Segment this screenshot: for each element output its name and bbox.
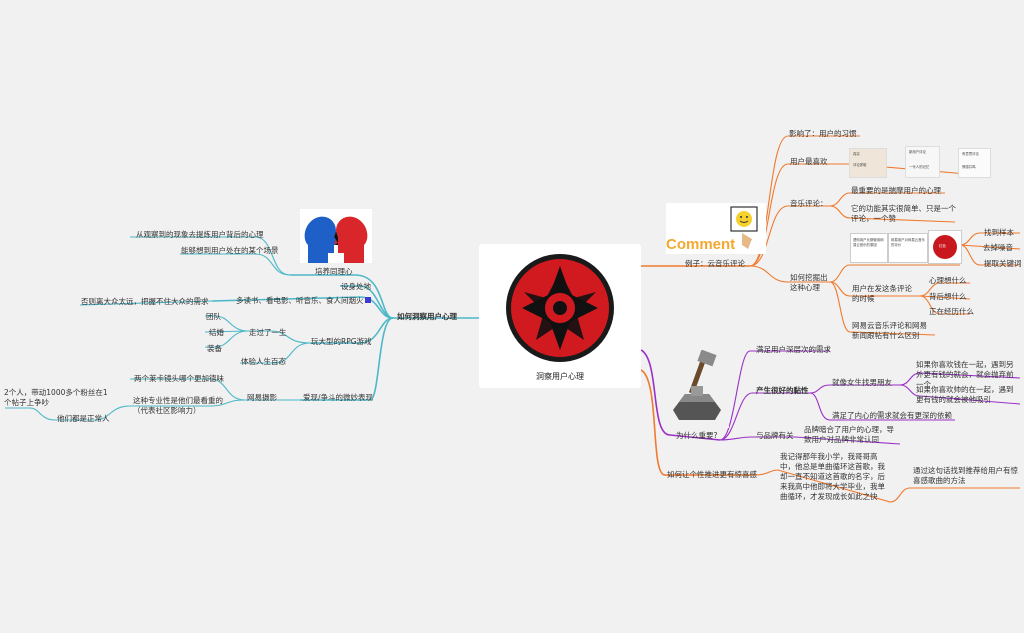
node-key[interactable]: 提取关键词 [984,259,1022,268]
mini-card-2-text: 网易用户对网易云音乐的评价 [891,238,925,247]
mini-card-3-text: 红色 [939,244,946,248]
sharingan-icon [506,254,614,362]
node-dig[interactable]: 如何挖掘出这种心理 [790,273,828,292]
flag-icon [364,297,371,303]
node-back[interactable]: 背后想什么 [929,292,967,301]
node-fans[interactable]: 2个人，带动1000多个粉丝在1个帖子上争吵 [4,388,108,407]
node-pro[interactable]: 这种专业性是他们最看重的（代表社区影响力） [133,396,223,415]
node-exp[interactable]: 体验人生百态 [241,357,286,366]
node-going[interactable]: 正在经历什么 [929,307,974,316]
thumb-3-a: 有意思评论 [962,152,979,156]
thumb-1-a: 真实 [853,152,860,156]
node-think[interactable]: 心理想什么 [929,276,967,285]
center-title: 洞察用户心理 [536,372,584,381]
node-story-1[interactable]: 我记得那年我小学，我哥哥高中，他总是单曲循环这首歌，我却一直不知道这首歌的名字，… [780,452,885,501]
node-noise[interactable]: 去掉噪音 [983,243,1013,252]
red-circle-icon [933,235,957,259]
node-diff[interactable]: 网易云音乐评论和网易新闻跟帖有什么区别 [852,321,927,340]
node-equip[interactable]: 装备 [207,344,222,353]
thumb-2-b: 一代人的记忆 [909,165,930,169]
node-role[interactable]: 设身处地 [341,282,371,291]
comment-word: Comment [666,236,736,253]
comment-image: Comment [666,203,766,254]
node-rpg[interactable]: 玩大型的RPG游戏 [311,337,372,346]
node-bond[interactable]: 结婚 [209,328,224,337]
thumb-1: 真实 评论抓取 [849,148,887,178]
thumb-3-b: 情感共鸣 [962,165,976,169]
center-node[interactable]: 洞察用户心理 [479,244,641,388]
node-find[interactable]: 找到样本 [984,228,1014,237]
mini-card-3: 红色 [928,230,962,264]
node-life[interactable]: 走过了一生 [249,328,287,337]
thumb-1-b: 评论抓取 [853,163,867,167]
node-multi-label: 多读书、看电影、听音乐、食人间烟火 [236,296,364,305]
node-girl-1[interactable]: 如果你喜欢钱在一起，遇到另外更有钱的就会，就会抛弃前一个 [916,360,1014,389]
node-music[interactable]: 音乐评论： [790,199,828,208]
thumb-2: 新用户评论 一代人的记忆 [905,146,940,178]
node-empathy[interactable]: 培养同理心 [315,267,353,276]
node-empathy-2[interactable]: 能够想到用户处在的某个场景 [181,246,279,255]
thumb-3: 有意思评论 情感共鸣 [958,148,991,178]
empathy-heads-icon [300,209,372,263]
mini-card-2: 网易用户对网易云音乐的评价 [888,233,928,263]
node-brand[interactable]: 与品牌有关 [756,431,794,440]
node-lens[interactable]: 两个莱卡镜头哪个更加德味 [134,374,224,383]
node-fav[interactable]: 用户最喜欢 [790,157,828,166]
node-team[interactable]: 团队 [206,312,221,321]
mini-card-1-text: 透彻用户长期使用网易云音乐的原因 [853,238,884,247]
node-multi[interactable]: 多读书、看电影、听音乐、食人间烟火 [236,296,371,306]
node-normal[interactable]: 他们都是正常人 [57,414,110,423]
node-girl-2[interactable]: 如果你喜欢帅的在一起，遇到更有钱的就会被他吸引 [916,385,1014,404]
node-music-1[interactable]: 最重要的是揣摩用户的心理 [851,186,941,195]
mini-card-1: 透彻用户长期使用网易云音乐的原因 [850,233,888,263]
node-story-2[interactable]: 通过这句话找到推荐给用户有惊喜感歌曲的方法 [913,466,1018,485]
node-heart[interactable]: 满足了内心的需求就会有更深的依赖 [832,411,952,420]
node-netease[interactable]: 网易摄影 [247,393,277,402]
node-girl[interactable]: 就像女生找男朋友 [832,378,892,387]
smiley-icon [730,206,758,249]
node-example[interactable]: 例子：云音乐评论 [685,259,745,268]
node-main-left[interactable]: 如何洞察用户心理 [397,312,457,321]
node-why[interactable]: 为什么重要? [676,431,718,440]
thumb-2-a: 新用户评论 [909,150,926,154]
node-need[interactable]: 满足用户深层次的需求 [756,345,831,354]
node-music-2[interactable]: 它的功能其实很简单、只是一个评论，一个赞 [851,204,956,223]
node-love[interactable]: 爱现/争斗的微妙表现 [303,393,374,402]
node-brand-1[interactable]: 品牌暗合了用户的心理，导致用户对品牌非常认同 [804,425,894,444]
node-when[interactable]: 用户在发这条评论的时候 [852,284,912,303]
node-story[interactable]: 如何让个性推进更有惊喜感 [667,470,757,479]
hammer-icon [665,350,729,428]
node-sticky[interactable]: 产生很好的黏性 [756,386,809,395]
node-habit[interactable]: 影响了：用户的习惯 [789,129,857,138]
node-empathy-1[interactable]: 从观察到的现象去提炼用户背后的心理 [136,230,264,239]
node-multi-sub[interactable]: 否则离大众太远，把握不住大众的需求 [81,297,209,306]
